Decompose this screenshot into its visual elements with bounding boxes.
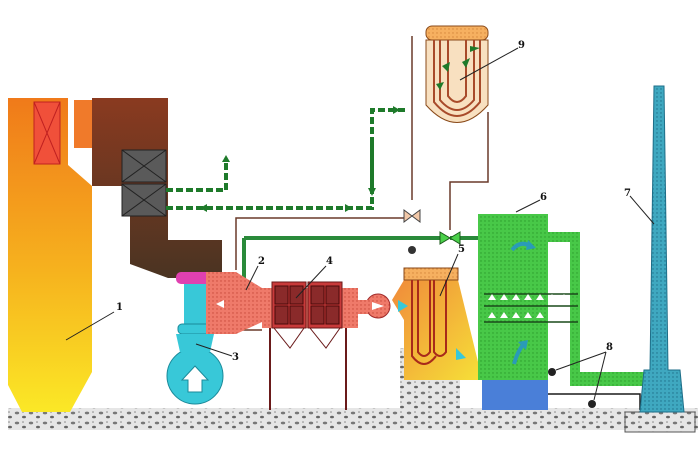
label-6: 6 <box>540 192 547 203</box>
pump-marker <box>408 246 416 254</box>
condenser <box>425 25 489 123</box>
dust-collector <box>262 281 391 410</box>
leader-lines <box>65 47 655 401</box>
boiler-back-pass <box>92 98 222 278</box>
control-valve[interactable] <box>439 231 461 245</box>
air-return-pipes <box>166 108 406 210</box>
stack-foundation <box>624 411 696 433</box>
label-7: 7 <box>624 188 631 199</box>
label-1: 1 <box>116 302 123 313</box>
pipe-arrows <box>200 106 400 212</box>
chimney <box>639 85 685 413</box>
label-9: 9 <box>518 40 525 51</box>
label-8: 8 <box>606 342 613 353</box>
three-way-valve[interactable] <box>403 209 421 223</box>
label-2: 2 <box>258 256 265 267</box>
label-4: 4 <box>326 256 333 267</box>
fan <box>166 272 224 405</box>
heat-transfer-lines <box>235 36 489 331</box>
label-3: 3 <box>232 352 239 363</box>
heat-exchanger <box>392 267 480 410</box>
ground-strip <box>8 408 698 430</box>
absorber-tower <box>478 214 646 410</box>
label-5: 5 <box>458 244 465 255</box>
air-heater <box>206 272 262 334</box>
